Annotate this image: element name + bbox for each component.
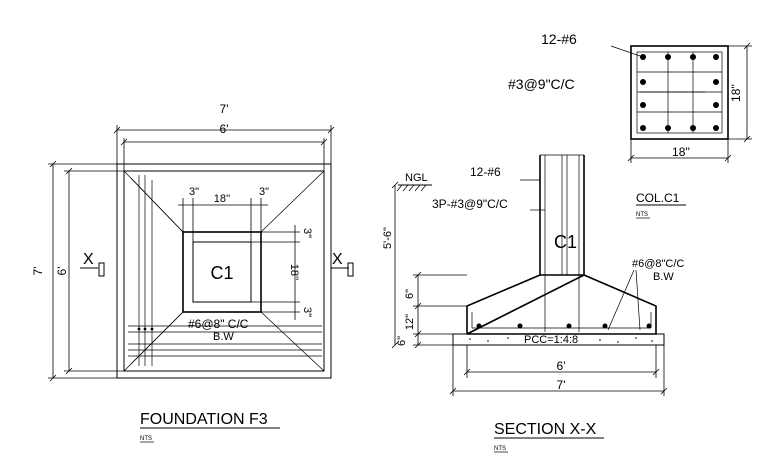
section-dim-slope: 6" — [404, 289, 416, 299]
plan-dim-left-outer: 7' — [31, 267, 45, 276]
footing-outline-outer — [116, 163, 332, 379]
section-x-x: NGL C1 PCC=1:4:8 — [382, 154, 684, 453]
plan-dim-top-inner: 6' — [220, 122, 229, 136]
section-ties: 3P-#3@9"C/C — [432, 197, 508, 211]
plan-offset-left: 3" — [189, 186, 199, 198]
plan-scale: NTS — [140, 436, 152, 442]
plan-col-width: 18'' — [214, 193, 230, 205]
section-footing-rebar-sub: B.W — [653, 271, 674, 283]
section-dim-depth: 5'-6" — [382, 227, 394, 249]
section-dim-outer: 7' — [557, 378, 566, 392]
plan-offset-bottom: 3" — [301, 307, 313, 317]
section-footing-rebar: #6@8"C/C — [632, 258, 684, 270]
section-dim-pcc: 6" — [396, 336, 408, 346]
column-height: 18'' — [729, 84, 743, 102]
plan-bottom-rebar-sub: B.W — [213, 331, 234, 343]
plan-offset-right: 3" — [259, 186, 269, 198]
section-dim-footing: 12" — [404, 314, 416, 330]
plan-section-mark-right: X — [332, 251, 343, 268]
plan-bottom-rebar: #6@8" C/C — [188, 317, 249, 331]
column-c1-detail: 12-#6 #3@9"C/C 18'' 18'' COL.C1 NTS — [508, 31, 752, 219]
section-title: SECTION X-X — [494, 421, 597, 438]
plan-section-mark-left: X — [83, 251, 94, 268]
column-main-bars: 12-#6 — [541, 31, 577, 47]
section-ngl: NGL — [405, 172, 428, 184]
column-scale: NTS — [636, 212, 648, 218]
plan-offset-top: 3" — [301, 228, 313, 238]
section-dim-inner: 6' — [557, 359, 566, 373]
column-outline — [192, 241, 252, 303]
foundation-plan: 7' 6' 3" 18'' 3" 3" 18'' 3" C1 #6@8" C/C… — [31, 102, 354, 443]
section-column-label: C1 — [554, 232, 577, 252]
column-outline — [630, 45, 729, 140]
plan-dim-left-inner: 6' — [55, 267, 69, 276]
plan-title: FOUNDATION F3 — [140, 411, 268, 428]
section-pcc: PCC=1:4:8 — [524, 334, 578, 346]
pcc-layer — [452, 333, 665, 346]
section-scale: NTS — [494, 446, 506, 452]
pedestal-outline — [182, 231, 262, 313]
section-main-bars: 12-#6 — [470, 165, 501, 179]
column-ties: #3@9"C/C — [508, 76, 575, 92]
plan-dim-top-outer: 7' — [220, 102, 229, 116]
plan-column-label: C1 — [210, 263, 233, 283]
column-width: 18'' — [672, 145, 690, 159]
column-title: COL.C1 — [636, 191, 680, 205]
plan-col-height: 18'' — [288, 264, 300, 280]
footing-outline-inner — [123, 170, 325, 372]
